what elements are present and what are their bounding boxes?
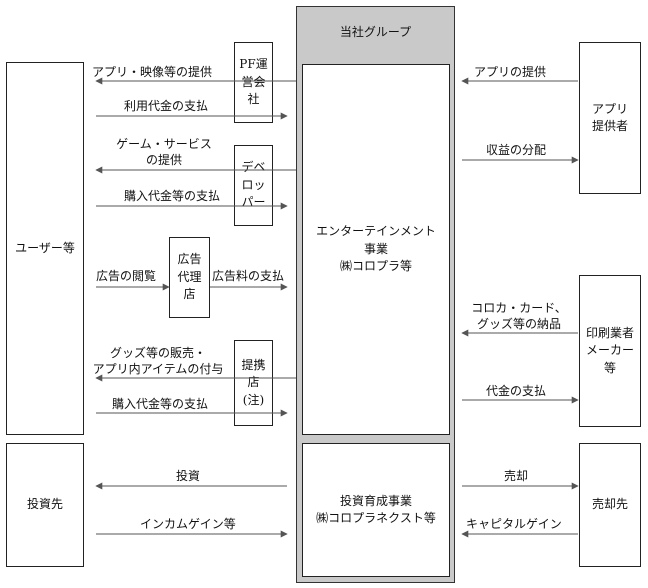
label-app-provision: アプリの提供 bbox=[474, 65, 547, 79]
ad-agency-box: 広告 代理 店 bbox=[169, 237, 210, 318]
developer-box: デベ ロッ パー bbox=[234, 145, 273, 226]
label-goods-delivery: コロカ・カード、 グッズ等の納品 bbox=[471, 301, 567, 331]
platform-operator-box: PF運 営会 社 bbox=[234, 42, 273, 123]
label-goods-sale: グッズ等の販売・ アプリ内アイテムの付与 bbox=[92, 346, 224, 376]
partner-store-box: 提携 店 (注) bbox=[234, 340, 273, 426]
printers-makers-box: 印刷業者 メーカー 等 bbox=[579, 275, 641, 427]
label-usage-fee-payment: 利用代金の支払 bbox=[124, 99, 209, 113]
label-purchase-payment-1: 購入代金等の支払 bbox=[124, 189, 221, 203]
company-group-title: 当社グループ bbox=[339, 25, 412, 39]
users-box: ユーザー等 bbox=[6, 62, 84, 435]
label-ad-fee-payment: 広告料の支払 bbox=[212, 269, 285, 283]
label-price-payment: 代金の支払 bbox=[486, 384, 547, 398]
label-app-video-provision: アプリ・映像等の提供 bbox=[92, 65, 213, 79]
investment-business-box: 投資育成事業 ㈱コロプラネクスト等 bbox=[302, 443, 450, 577]
label-sale: 売却 bbox=[504, 469, 529, 483]
label-capital-gain: キャピタルゲイン bbox=[466, 517, 562, 531]
app-providers-box: アプリ 提供者 bbox=[579, 42, 641, 194]
label-ad-viewing: 広告の閲覧 bbox=[96, 269, 157, 283]
investees-box: 投資先 bbox=[6, 443, 84, 567]
label-investment: 投資 bbox=[176, 469, 201, 483]
label-income-gain: インカムゲイン等 bbox=[140, 517, 236, 531]
sellers-box: 売却先 bbox=[579, 443, 641, 567]
label-revenue-share: 収益の分配 bbox=[486, 143, 547, 157]
label-purchase-payment-2: 購入代金等の支払 bbox=[112, 397, 209, 411]
label-game-service-provision: ゲーム・サービス の提供 bbox=[116, 137, 212, 167]
entertainment-business-box: エンターテインメント 事業 ㈱コロプラ等 bbox=[302, 64, 450, 435]
